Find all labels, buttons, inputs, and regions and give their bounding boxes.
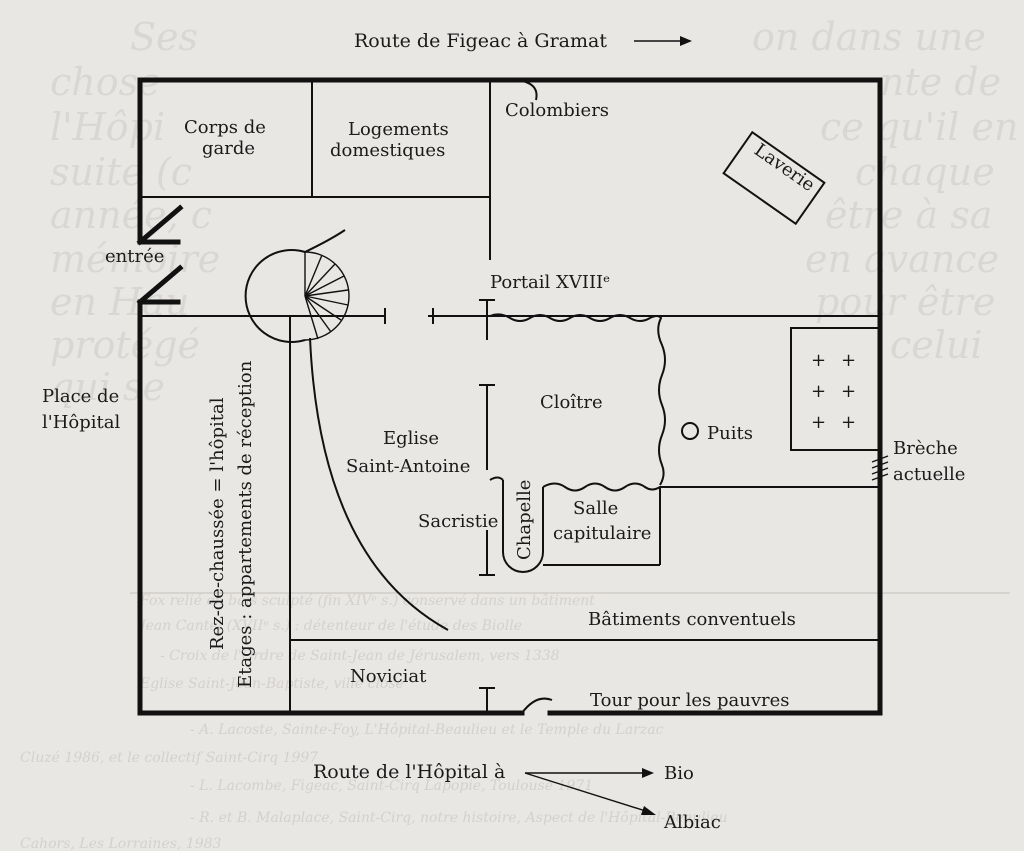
arrow-head [641, 806, 656, 815]
stair-inner [304, 251, 350, 341]
bg-line: nte de [880, 60, 1001, 104]
label-laverie: Laverie [750, 139, 818, 196]
laverie-outline [722, 130, 826, 226]
label-logements: domestiques [330, 140, 445, 161]
entrance-jamb-bottom [136, 264, 184, 306]
label-west-wing-upper: Etages : appartements de réception [235, 360, 256, 688]
label-west-wing-ground: Rez-de-chaussée = l'hôpital [207, 397, 228, 650]
label-sacristie: Sacristie [418, 511, 498, 532]
bg-line: protégé [50, 323, 200, 367]
bg-caption: - Croix de l'Ordre de Saint-Jean de Jéru… [160, 648, 560, 664]
label-puits: Puits [707, 423, 753, 444]
label-cloitre: Cloître [540, 392, 603, 413]
arrow-head [680, 36, 692, 46]
bg-caption: - L. Lacombe, Figeac, Saint-Cirq Lapopie… [190, 778, 593, 794]
label-place: l'Hôpital [42, 412, 120, 433]
bg-line: on dans une [752, 15, 986, 59]
bg-line: suite (c [50, 150, 192, 194]
bg-line: année, c [50, 193, 212, 237]
garden-mark: + [841, 381, 856, 402]
bg-line: l'Hôpi [50, 105, 165, 149]
church-walls [479, 299, 495, 713]
spiral-staircase [244, 229, 350, 343]
bg-caption: - R. et B. Malaplace, Saint-Cirq, notre … [190, 810, 728, 826]
bg-caption: Fox relié en bois sculpté (fin XIVᵉ s.) … [139, 593, 595, 609]
garden-mark: + [841, 412, 856, 433]
bg-caption: - A. Lacoste, Sainte-Foy, L'Hôpital-Beau… [190, 722, 664, 738]
garden-mark: + [841, 350, 856, 371]
curved-passage [309, 337, 449, 631]
background-text: Ses chose l'Hôpi suite (c année, c mémoi… [20, 15, 1018, 851]
label-corps-de-garde: Corps de [184, 117, 266, 138]
breach-hatch [871, 455, 889, 481]
bg-line: en avance [805, 237, 999, 281]
bg-line: pour être [815, 280, 995, 324]
outer-walls [136, 77, 889, 716]
bg-caption: Cluzé 1986, et le collectif Saint-Cirq 1… [20, 750, 318, 766]
label-chapelle: Chapelle [514, 480, 535, 560]
chapelle-link [489, 476, 504, 481]
road-arrows [524, 36, 692, 815]
label-breche: Brèche [893, 438, 958, 459]
road-dest-albiac: Albiac [663, 812, 721, 833]
label-noviciat: Noviciat [350, 666, 427, 687]
label-place: Place de [42, 386, 119, 407]
bg-line: celui [890, 323, 983, 367]
cloitre-outline [489, 313, 666, 486]
chapter-block [489, 476, 880, 573]
wall-north-east [137, 77, 883, 716]
stair-rail [304, 229, 346, 253]
arrow-head [642, 768, 654, 778]
bg-line: Ses [130, 15, 198, 59]
garden-mark: + [811, 412, 826, 433]
laverie-box [722, 130, 826, 226]
puits-icon [681, 422, 699, 440]
door-tour [521, 697, 553, 714]
garden-mark: + [811, 381, 826, 402]
colombiers-arc [514, 79, 538, 101]
road-north-label: Route de Figeac à Gramat [354, 30, 607, 52]
label-logements: Logements [348, 119, 449, 140]
stair-outer [244, 249, 306, 343]
bg-line: ce qu'il en [820, 105, 1018, 149]
label-salle: Salle [573, 498, 618, 519]
label-tour: Tour pour les pauvres [590, 690, 790, 711]
salle-top-wall [542, 482, 880, 492]
label-entree: entrée [105, 246, 164, 267]
garden-mark: + [811, 350, 826, 371]
arrow-albiac [524, 772, 653, 814]
label-eglise: Eglise [383, 428, 439, 449]
label-breche: actuelle [893, 464, 965, 485]
bg-caption: Cahors, Les Lorraines, 1983 [20, 836, 222, 851]
labels: Route de Figeac à Gramat Corps de garde … [42, 30, 965, 833]
bg-caption: Jean Cantel (XVIIᵉ s.) : détenteur de l'… [137, 618, 522, 634]
label-colombiers: Colombiers [505, 100, 609, 121]
label-batiments: Bâtiments conventuels [588, 609, 796, 630]
bg-caption: Eglise Saint-Jean-Baptiste, ville close [139, 676, 404, 692]
road-dest-bio: Bio [664, 763, 694, 784]
label-corps-de-garde: garde [202, 138, 255, 159]
bg-line: qui se [50, 365, 165, 409]
wall-south-west [137, 299, 525, 716]
label-salle: capitulaire [553, 523, 651, 544]
garden-plot [790, 327, 881, 451]
bg-line: mémoire [50, 237, 220, 281]
north-wing [140, 79, 538, 260]
road-south-label: Route de l'Hôpital à [313, 761, 505, 783]
entrance-jamb-top [136, 204, 184, 246]
bg-line: être à sa [825, 193, 992, 237]
chapelle-outline [502, 480, 544, 573]
garden-marks: + + + + + + [811, 350, 856, 433]
bg-line: chaque [855, 150, 995, 194]
label-portail: Portail XVIIIᵉ [490, 272, 610, 293]
label-eglise: Saint-Antoine [346, 456, 470, 477]
